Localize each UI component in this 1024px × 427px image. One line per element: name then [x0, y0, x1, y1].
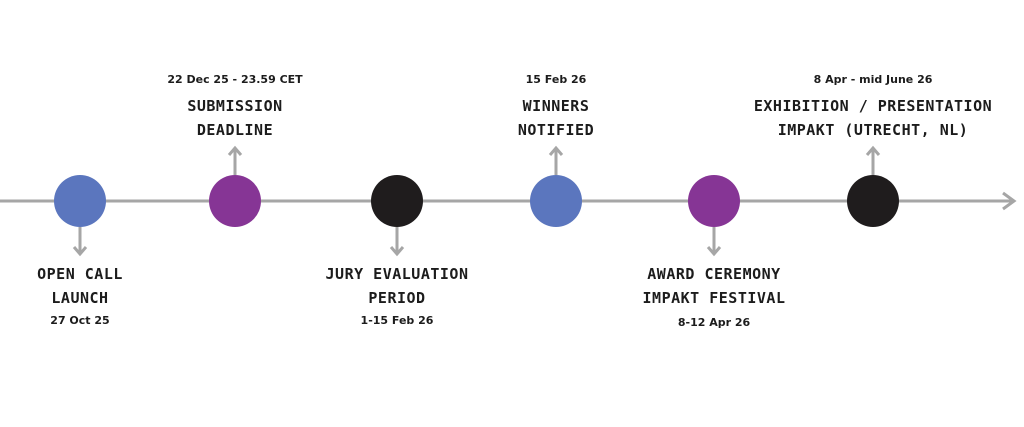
milestone-date: 27 Oct 25	[50, 314, 110, 327]
milestone-connector-arrowhead	[389, 246, 405, 257]
milestone-title: JURY EVALUATION PERIOD	[326, 262, 469, 310]
milestone-title-line: OPEN CALL	[37, 265, 123, 283]
milestone-node	[530, 175, 582, 227]
milestone-node	[688, 175, 740, 227]
milestone-connector-arrowhead	[548, 145, 564, 156]
milestone-title-line: PERIOD	[368, 289, 426, 307]
milestone-node	[371, 175, 423, 227]
milestone-title-line: SUBMISSION	[187, 97, 283, 115]
milestone-title: AWARD CEREMONY IMPAKT FESTIVAL	[643, 262, 786, 310]
milestone-title-line: IMPAKT (UTRECHT, NL)	[777, 121, 969, 139]
milestone-connector-arrowhead	[706, 246, 722, 257]
milestone-title-line: LAUNCH	[51, 289, 109, 307]
milestone-title-line: WINNERS	[522, 97, 590, 115]
milestone-title-line: AWARD CEREMONY	[647, 265, 781, 283]
milestone-title-line: IMPAKT FESTIVAL	[642, 289, 786, 307]
milestone-title-line: JURY EVALUATION	[325, 265, 469, 283]
timeline-arrowhead	[1002, 191, 1017, 211]
milestone-title: WINNERS NOTIFIED	[518, 94, 594, 142]
milestone-title: EXHIBITION / PRESENTATION IMPAKT (UTRECH…	[754, 94, 992, 142]
milestone-connector-arrowhead	[865, 145, 881, 156]
milestone-date: 22 Dec 25 - 23.59 CET	[167, 73, 303, 86]
milestone-date: 8-12 Apr 26	[677, 316, 751, 329]
milestone-title: SUBMISSION DEADLINE	[187, 94, 282, 142]
milestone-node	[54, 175, 106, 227]
milestone-title: OPEN CALL LAUNCH	[37, 262, 123, 310]
milestone-connector-arrowhead	[72, 246, 88, 257]
milestone-connector-arrowhead	[227, 145, 243, 156]
milestone-node	[209, 175, 261, 227]
milestone-date: 8 Apr - mid June 26	[813, 73, 933, 86]
milestone-title-line: NOTIFIED	[517, 121, 595, 139]
milestone-date: 15 Feb 26	[525, 73, 587, 86]
milestone-node	[847, 175, 899, 227]
milestone-title-line: EXHIBITION / PRESENTATION	[753, 97, 993, 115]
milestone-date: 1-15 Feb 26	[360, 314, 434, 327]
milestone-title-line: DEADLINE	[196, 121, 274, 139]
